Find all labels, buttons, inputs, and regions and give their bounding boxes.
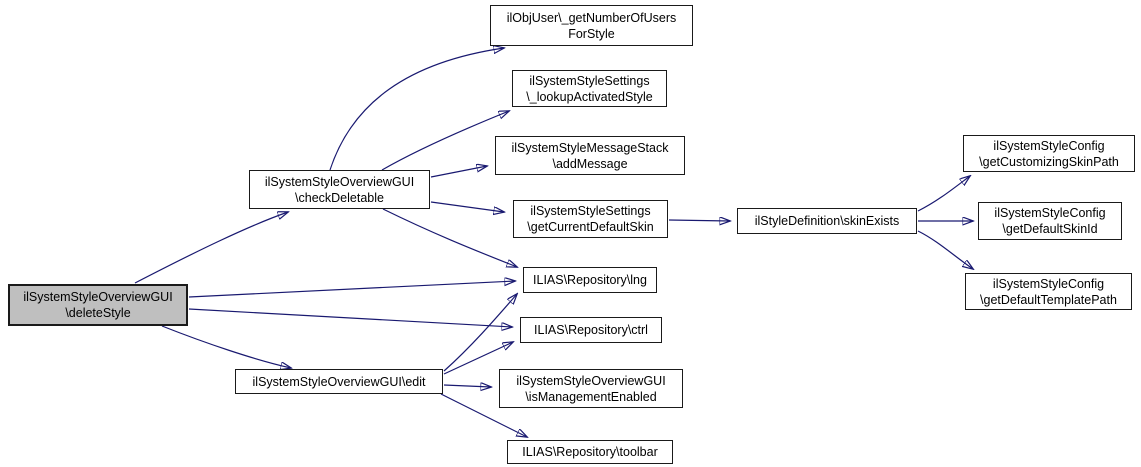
node-label: ILIAS\Repository\ctrl	[534, 323, 648, 337]
node-label: \getCurrentDefaultSkin	[527, 220, 654, 234]
node-label: ILIAS\Repository\lng	[533, 273, 647, 287]
node-getDefaultTemplatePath[interactable]: ilSystemStyleConfig \getDefaultTemplateP…	[965, 273, 1132, 310]
edge-deleteStyle-ctrl	[188, 308, 512, 327]
edge-getCurrentDefaultSkin-skinExists	[668, 220, 730, 221]
node-label: \isManagementEnabled	[525, 389, 657, 404]
node-label: ilSystemStyleSettings	[529, 73, 650, 88]
node-label: ilSystemStyleOverviewGUI\edit	[252, 374, 426, 389]
node-label: \checkDeletable	[295, 190, 384, 205]
edge-checkDeletable-getCurrentDefaultSkin	[430, 201, 504, 212]
node-label: ilSystemStyleSettings	[530, 204, 651, 218]
node-label: ilSystemStyleConfig	[993, 138, 1105, 153]
edge-skinExists-getDefaultTemplatePath	[917, 230, 973, 269]
node-label: \getDefaultTemplatePath	[980, 292, 1117, 307]
node-label: \deleteStyle	[65, 306, 131, 320]
node-label: \getCustomizingSkinPath	[979, 154, 1119, 169]
node-edit[interactable]: ilSystemStyleOverviewGUI\edit	[235, 369, 443, 394]
node-label: \_lookupActivatedStyle	[526, 89, 653, 104]
node-label: ilStyleDefinition\skinExists	[754, 214, 900, 228]
node-getCurrentDefaultSkin[interactable]: ilSystemStyleSettings \getCurrentDefault…	[513, 200, 668, 238]
node-label: \getDefaultSkinId	[1002, 222, 1098, 236]
node-label: ilSystemStyleMessageStack	[511, 140, 669, 155]
edge-deleteStyle-checkDeletable	[134, 212, 288, 284]
node-label: ilSystemStyleOverviewGUI	[516, 373, 666, 388]
node-toolbar[interactable]: ILIAS\Repository\toolbar	[507, 440, 673, 464]
node-label: ilSystemStyleOverviewGUI	[23, 290, 173, 304]
node-ctrl[interactable]: ILIAS\Repository\ctrl	[520, 317, 662, 343]
node-label: ilSystemStyleConfig	[992, 276, 1105, 291]
node-getDefaultSkinId[interactable]: ilSystemStyleConfig \getDefaultSkinId	[978, 202, 1122, 240]
node-skinExists[interactable]: ilStyleDefinition\skinExists	[737, 208, 917, 234]
node-checkDeletable[interactable]: ilSystemStyleOverviewGUI \checkDeletable	[249, 170, 430, 209]
node-label: ILIAS\Repository\toolbar	[522, 445, 658, 459]
edge-deleteStyle-edit	[161, 325, 291, 368]
node-label: ForStyle	[568, 26, 615, 41]
node-getNumberOfUsersForStyle[interactable]: ilObjUser\_getNumberOfUsers ForStyle	[490, 5, 693, 46]
node-lookupActivatedStyle[interactable]: ilSystemStyleSettings \_lookupActivatedS…	[512, 70, 667, 107]
edge-skinExists-getCustomizingSkinPath	[917, 176, 970, 212]
node-label: ilObjUser\_getNumberOfUsers	[506, 10, 677, 25]
node-deleteStyle: ilSystemStyleOverviewGUI \deleteStyle	[8, 284, 188, 326]
node-isManagementEnabled[interactable]: ilSystemStyleOverviewGUI \isManagementEn…	[499, 369, 683, 408]
node-label: \addMessage	[552, 156, 628, 171]
node-lng[interactable]: ILIAS\Repository\lng	[523, 267, 657, 293]
edge-edit-lng	[443, 294, 517, 372]
edge-checkDeletable-lng	[382, 208, 517, 267]
edge-checkDeletable-lookupActivatedStyle	[381, 111, 509, 171]
node-addMessage[interactable]: ilSystemStyleMessageStack \addMessage	[495, 136, 685, 175]
edge-deleteStyle-lng	[188, 281, 515, 298]
node-label: ilSystemStyleConfig	[994, 206, 1106, 220]
edge-edit-isManagementEnabled	[443, 385, 491, 387]
edge-checkDeletable-getNumberOfUsersForStyle	[329, 48, 504, 171]
node-label: ilSystemStyleOverviewGUI	[264, 174, 415, 189]
node-getCustomizingSkinPath[interactable]: ilSystemStyleConfig \getCustomizingSkinP…	[963, 135, 1135, 172]
edge-checkDeletable-addMessage	[430, 166, 487, 178]
